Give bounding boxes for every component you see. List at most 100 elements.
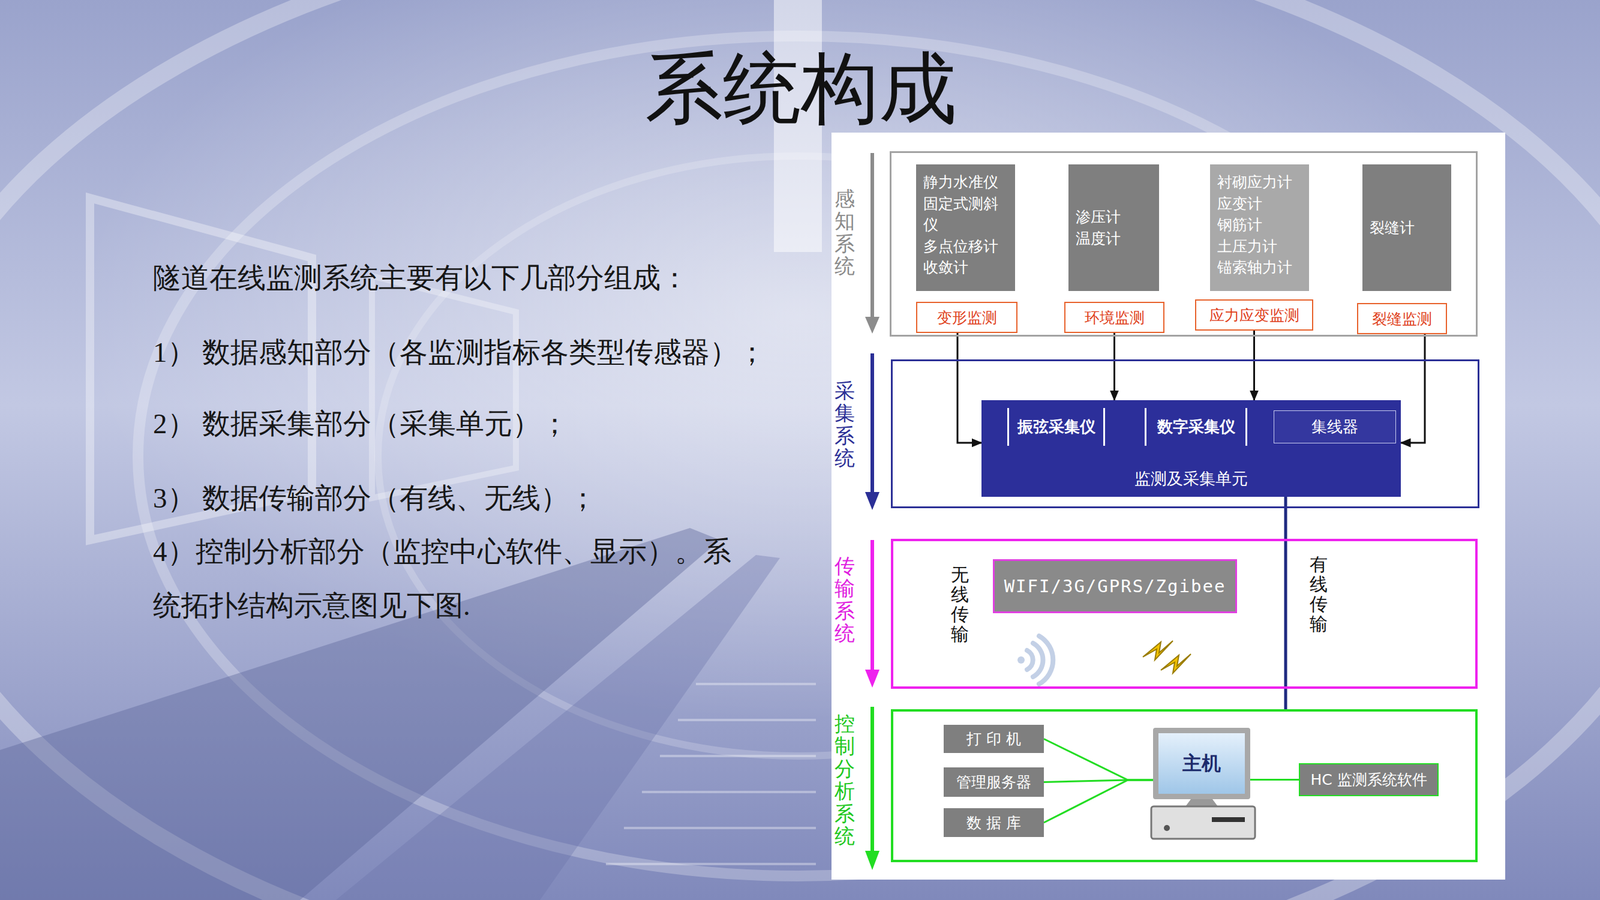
band-heading: 控制分析系统 <box>834 712 855 848</box>
sensor-box: 衬砌应力计应变计钢筋计土压力计锚索轴力计 <box>1210 164 1310 291</box>
sensor-name: 锚索轴力计 <box>1217 256 1302 279</box>
disk-slot <box>1211 817 1245 822</box>
category-name: 环境监测 <box>1084 307 1145 328</box>
flow-arrow <box>870 539 875 671</box>
monitor-stand <box>1185 799 1218 807</box>
device-name: 振弦采集仪 <box>1017 416 1096 438</box>
band-heading: 感知系统 <box>834 187 855 278</box>
flow-arrow <box>870 152 875 318</box>
unit-name: 监测及采集单元 <box>1134 467 1248 490</box>
category-box: 变形监测 <box>916 301 1018 333</box>
wifi-arc <box>1033 643 1044 677</box>
system-band: 控制分析系统打 印 机管理服务器数 据 库主机HC 监测系统软件 <box>890 709 1478 863</box>
category-box: 环境监测 <box>1064 301 1165 333</box>
diagram-panel <box>831 132 1506 880</box>
band-heading: 传输系统 <box>834 554 855 645</box>
flow-arrow-head <box>865 491 880 510</box>
device-box: 打 印 机 <box>943 724 1044 753</box>
channel-label: 无线传输 <box>950 564 969 644</box>
software-name: HC 监测系统软件 <box>1310 769 1427 790</box>
flow-arrow <box>870 353 875 494</box>
flow-arrow-head <box>865 850 880 870</box>
connector <box>1250 778 1299 781</box>
device-name: 数 据 库 <box>966 812 1022 833</box>
intro-text: 隧道在线监测系统主要有以下几部分组成： <box>152 259 689 296</box>
connector <box>1043 739 1154 781</box>
protocol-box: WIFI/3G/GPRS/Zgibee <box>992 559 1238 614</box>
category-box: 应力应变监测 <box>1195 299 1314 331</box>
step-line <box>659 754 816 758</box>
wifi-icon <box>1027 635 1053 684</box>
wifi-arc <box>1027 650 1034 670</box>
device-box: 集线器 <box>1273 410 1397 444</box>
step-line <box>677 718 816 722</box>
sensor-name: 渗压计 <box>1075 206 1152 228</box>
device-name: 管理服务器 <box>956 772 1032 792</box>
sensor-name: 钢筋计 <box>1217 214 1302 236</box>
list-item: 3） 数据传输部分（有线、无线）； <box>152 479 597 516</box>
software-box: HC 监测系统软件 <box>1298 763 1439 797</box>
device-box: 管理服务器 <box>943 767 1044 797</box>
step-line <box>695 682 816 686</box>
host-monitor: 主机 <box>1153 727 1251 800</box>
category-box: 裂缝监测 <box>1357 302 1448 335</box>
protocol-name: WIFI/3G/GPRS/Zgibee <box>1004 575 1227 597</box>
sensor-name: 多点位移计 <box>923 235 1008 258</box>
slide-title: 系统构成 <box>620 47 981 131</box>
band-heading: 采集系统 <box>834 379 855 470</box>
system-band: 传输系统WIFI/3G/GPRS/Zgibee <box>890 538 1478 689</box>
step-line <box>623 826 816 830</box>
connector <box>1253 330 1256 401</box>
flow-arrow <box>870 706 875 852</box>
wifi-arc <box>1039 635 1053 684</box>
device-name: 数字采集仪 <box>1157 416 1236 438</box>
system-band: 感知系统静力水准仪固定式测斜仪多点位移计收敛计变形监测渗压计温度计环境监测衬砌应… <box>889 151 1478 337</box>
sensor-name: 应变计 <box>1217 193 1302 215</box>
sensor-name: 固定式测斜仪 <box>923 193 1008 236</box>
connector <box>1400 334 1425 443</box>
lightning-symbol <box>1142 640 1173 660</box>
list-item: 2） 数据采集部分（采集单元）； <box>152 405 569 442</box>
escalator-steps <box>605 683 816 864</box>
device-box: 数字采集仪 <box>1144 407 1248 446</box>
sensor-name: 温度计 <box>1075 227 1152 250</box>
sensor-name: 土压力计 <box>1217 235 1302 258</box>
computer-case <box>1151 806 1256 839</box>
category-name: 应力应变监测 <box>1209 305 1300 326</box>
sensor-name: 静力水准仪 <box>923 171 1008 194</box>
category-name: 变形监测 <box>937 307 998 328</box>
acquisition-unit: 监测及采集单元 振弦采集仪 数字采集仪 集线器 <box>981 400 1401 497</box>
connector <box>1284 496 1288 710</box>
host-name: 主机 <box>1182 750 1221 777</box>
lightning-symbol <box>1160 653 1191 674</box>
power-button <box>1163 824 1170 831</box>
connector <box>957 332 982 443</box>
sensor-name: 收敛计 <box>923 256 1008 279</box>
channel-label: 有线传输 <box>1309 554 1328 634</box>
wifi-dot <box>1017 656 1025 664</box>
device-name: 打 印 机 <box>966 728 1022 749</box>
device-box: 数 据 库 <box>943 808 1044 837</box>
connector <box>1113 332 1116 401</box>
flow-arrow-head <box>865 316 880 334</box>
system-band: 采集系统监测及采集单元振弦采集仪数字采集仪集线器 <box>890 359 1480 509</box>
sensor-box: 渗压计温度计 <box>1068 164 1160 291</box>
connector <box>1043 779 1154 823</box>
sensor-box: 静力水准仪固定式测斜仪多点位移计收敛计 <box>916 164 1016 291</box>
list-item: 1） 数据感知部分（各监测指标各类型传感器）； <box>152 334 767 371</box>
device-box: 振弦采集仪 <box>1007 407 1106 446</box>
device-name: 集线器 <box>1311 416 1359 438</box>
sensor-box: 裂缝计 <box>1362 164 1452 291</box>
list-item: 4）控制分析部分（监控中心软件、显示）。系统拓扑结构示意图见下图. <box>152 524 747 633</box>
step-line <box>605 862 816 866</box>
sensor-name: 裂缝计 <box>1369 217 1445 239</box>
category-name: 裂缝监测 <box>1372 308 1433 329</box>
wall-panel <box>371 275 516 498</box>
step-line <box>641 790 816 794</box>
flow-arrow-head <box>865 669 880 688</box>
sensor-name: 衬砌应力计 <box>1217 171 1302 194</box>
